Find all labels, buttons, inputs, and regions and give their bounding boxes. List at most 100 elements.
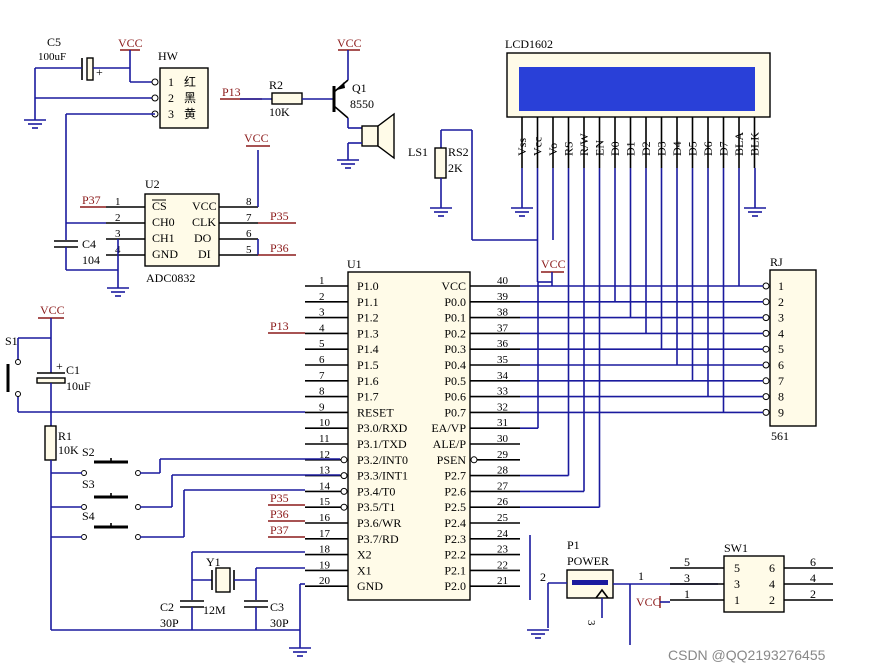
mcu-pin-num: 29 <box>497 449 509 461</box>
net-p37: P37 <box>82 193 101 207</box>
net-p35: P35 <box>270 209 289 223</box>
mcu-pin-name: X2 <box>357 548 372 562</box>
rj-pin-pad <box>762 314 770 322</box>
mcu-pin-name: P2.7 <box>444 469 466 483</box>
adc0832-section: U2 ADC0832 1 2 3 4 CS CH0 CH1 GND P37 C4… <box>54 131 296 297</box>
mcu-pin-num: 7 <box>319 370 325 382</box>
u2-pin-num: 8 <box>246 196 252 208</box>
u2-pin-num: 7 <box>246 212 252 224</box>
mcu-pin-num: 10 <box>319 417 331 429</box>
ground-symbol <box>289 647 311 657</box>
mcu-pin-name: P0.6 <box>444 390 466 404</box>
rj-pin-pad <box>762 377 770 385</box>
rj-pin-num: 7 <box>778 374 784 388</box>
mcu-pin-num: 23 <box>497 544 509 556</box>
speaker-icon <box>361 125 379 147</box>
sw1-outer-pin: 6 <box>810 555 816 569</box>
mcu-pin-name: RESET <box>357 405 394 419</box>
sw1-pin: 5 <box>734 561 740 575</box>
mcu-pin-num: 40 <box>497 275 509 287</box>
mcu-pin-num: 21 <box>497 575 508 587</box>
mcu-pin-num: 20 <box>319 575 331 587</box>
hw-ref: HW <box>158 49 179 63</box>
rj-pin-num: 5 <box>778 342 784 356</box>
y1-crystal <box>215 567 231 593</box>
mcu-pin-name: P0.5 <box>444 374 466 388</box>
sw1-pin: 1 <box>734 593 740 607</box>
sw1-switch <box>723 555 785 613</box>
mcu-pin-num: 19 <box>319 559 331 571</box>
rj-pin-pad <box>762 329 770 337</box>
rj-pin-num: 2 <box>778 295 784 309</box>
rj-ref: RJ <box>770 255 783 269</box>
c2-value: 30P <box>160 616 179 630</box>
ground-symbol <box>337 159 359 169</box>
power-section: P1 POWER 2 3 1 SW1 5 3 1 6 4 2 5 3 1 <box>527 535 833 645</box>
mcu-pin-num: 22 <box>497 559 508 571</box>
inversion-bubble <box>340 472 348 480</box>
rj-pin-num: 8 <box>778 390 784 404</box>
p1-value: POWER <box>567 554 609 568</box>
hw-pin-3: 3 <box>168 107 174 121</box>
mcu-pin-num: 8 <box>319 386 325 398</box>
mcu-pin-name: P2.5 <box>444 500 466 514</box>
rj-part: 561 <box>771 429 789 443</box>
net-p35: P35 <box>270 491 289 505</box>
vcc-label: VCC <box>337 36 362 50</box>
mcu-pin-num: 26 <box>497 496 509 508</box>
bus-wiring <box>520 168 763 509</box>
rj-pin-pad <box>762 345 770 353</box>
adc0832-chip <box>144 193 220 267</box>
mcu-pin-name: P1.1 <box>357 295 379 309</box>
hw-pin-2: 2 <box>168 91 174 105</box>
mcu-pin-name: P1.5 <box>357 358 379 372</box>
mcu-pin-num: 28 <box>497 465 509 477</box>
s1-ref: S1 <box>5 334 18 348</box>
vcc-label: VCC <box>636 595 661 609</box>
mcu-pin-num: 24 <box>497 528 509 540</box>
c5-value: 100uF <box>38 51 66 63</box>
inversion-bubble <box>340 487 348 495</box>
u2-ref: U2 <box>145 177 160 191</box>
sw1-outer-pin: 2 <box>810 587 816 601</box>
c3-value: 30P <box>270 616 289 630</box>
mcu-pin-num: 15 <box>319 496 331 508</box>
mcu-pin-num: 6 <box>319 354 325 366</box>
crystal-section: Y1 12M C2 30P C3 30P <box>160 551 311 657</box>
rj-pin-num: 1 <box>778 279 784 293</box>
rj-pin-pad <box>762 393 770 401</box>
hw-color-1: 红 <box>184 74 196 89</box>
p1-pin-2: 2 <box>540 570 546 584</box>
lcd-screen <box>519 67 755 111</box>
mcu-pin-num: 37 <box>497 322 509 334</box>
reset-keys-section: VCC S1 + C1 10uF R1 10K S2 S <box>5 303 340 631</box>
mcu-pin-num: 4 <box>319 322 325 334</box>
sw1-pin: 6 <box>769 561 775 575</box>
mcu-pin-num: 31 <box>497 417 508 429</box>
c5-ref: C5 <box>47 35 61 49</box>
u2-pin-do: DO <box>194 231 212 245</box>
ground-symbol <box>107 287 129 297</box>
mcu-pin-name: P2.2 <box>444 548 466 562</box>
c4-value: 104 <box>82 253 100 267</box>
rj-pin-num: 6 <box>778 358 784 372</box>
sw1-pin: 3 <box>734 577 740 591</box>
rs2-resistor <box>434 147 447 179</box>
mcu-pin-name: P1.2 <box>357 311 379 325</box>
sw1-outer-pin: 4 <box>810 571 816 585</box>
r2-value: 10K <box>269 105 290 119</box>
mcu-pin-num: 14 <box>319 480 331 492</box>
u2-pin-ch1: CH1 <box>152 231 175 245</box>
mcu-pin-name: EA/VP <box>431 421 466 435</box>
mcu-pin-name: X1 <box>357 563 372 577</box>
mcu-pin-num: 2 <box>319 291 325 303</box>
rs2-value: 2K <box>448 161 463 175</box>
hw-pin-1: 1 <box>168 75 174 89</box>
mcu-pin-num: 39 <box>497 291 509 303</box>
ground-symbol <box>24 119 46 129</box>
mcu-chip <box>347 271 471 601</box>
rj-pin-num: 4 <box>778 326 784 340</box>
mcu-pin-name: PSEN <box>437 453 467 467</box>
